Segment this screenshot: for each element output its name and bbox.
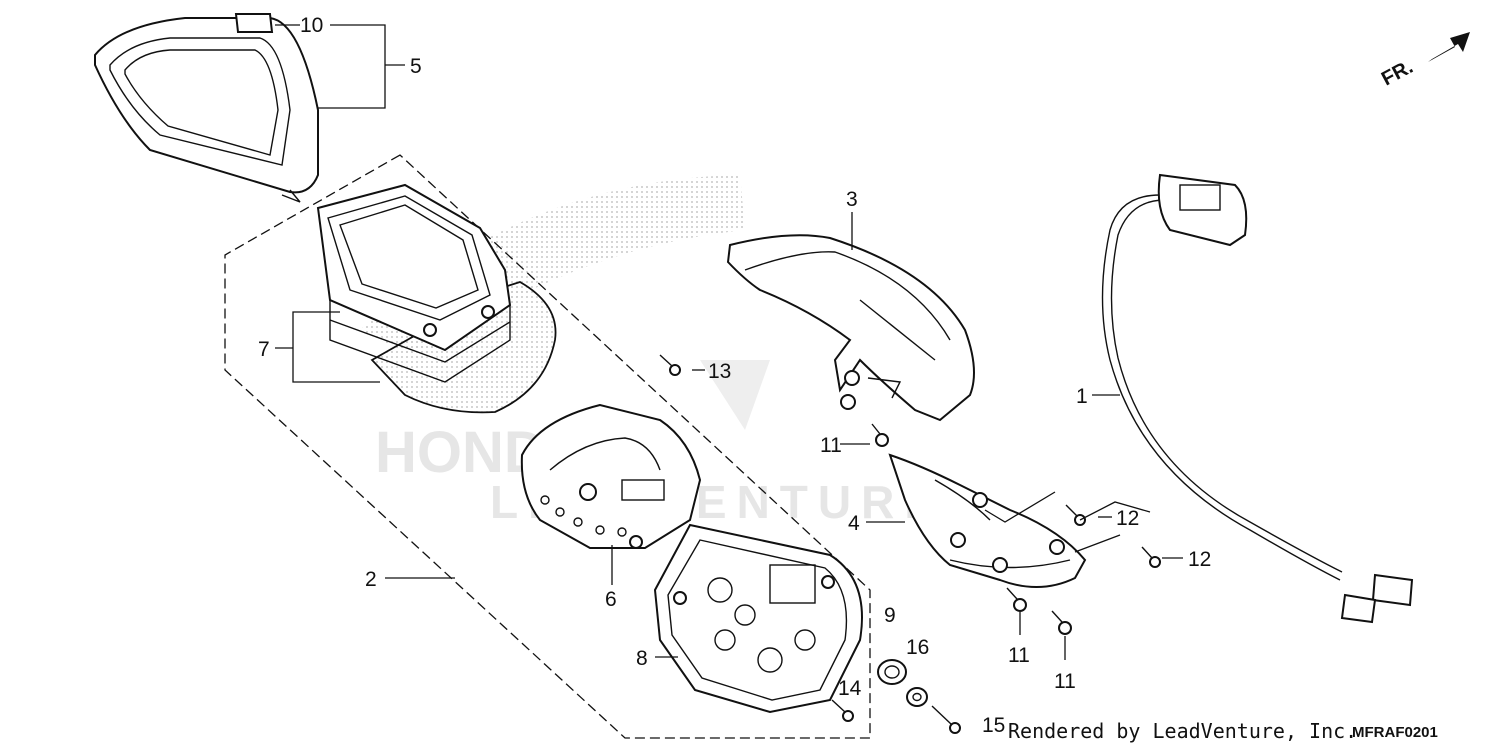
- callout-9: 9: [884, 604, 896, 627]
- callout-15: 15: [982, 714, 1005, 737]
- callout-16: 16: [906, 636, 929, 659]
- fastener-11c-bolt: [1051, 610, 1072, 635]
- part-5-meter-cover: [94, 17, 319, 203]
- fastener-13-bolt: [659, 354, 681, 376]
- callout-11b: 11: [1008, 644, 1030, 667]
- assembly-2-outline: [224, 154, 871, 739]
- part-1-wire-harness: [1101, 173, 1414, 624]
- part-3-upper-cover: [726, 234, 975, 422]
- callout-8: 8: [636, 647, 648, 670]
- callout-4: 4: [848, 512, 860, 535]
- part-4-lower-cover: [888, 453, 1087, 589]
- callout-10: 10: [300, 14, 323, 37]
- callout-11c: 11: [1054, 670, 1076, 693]
- callout-2: 2: [365, 568, 377, 591]
- callout-11a: 11: [820, 434, 842, 457]
- part-7-meter-case: [316, 183, 557, 414]
- callout-1: 1: [1076, 385, 1088, 408]
- watermark-v-logo: [700, 360, 770, 430]
- callout-14: 14: [838, 677, 862, 700]
- fastener-14-screw: [831, 699, 854, 722]
- part-6-meter-board: [520, 403, 702, 549]
- callout-3: 3: [846, 188, 858, 211]
- fastener-15-screw: [931, 705, 961, 734]
- callout-12b: 12: [1188, 548, 1211, 571]
- diagram-code: MFRAF0201: [1352, 724, 1438, 741]
- part-9-grommet: [877, 659, 907, 685]
- part-16-washer: [906, 687, 928, 707]
- front-direction-indicator: FR.: [1378, 32, 1470, 90]
- callouts: 10 5 7 13 3 1 11 4 12 12 2 6 8 9 16 11 1…: [258, 14, 1211, 737]
- fasteners: [659, 354, 1161, 734]
- render-credit: Rendered by LeadVenture, Inc.: [1008, 719, 1357, 743]
- callout-6: 6: [605, 588, 617, 611]
- front-arrow-icon: [1428, 32, 1470, 62]
- fastener-12b-screw: [1141, 546, 1161, 568]
- fastener-12a-screw: [1065, 504, 1086, 526]
- fastener-11b-bolt: [1006, 587, 1027, 612]
- fastener-11a-bolt: [871, 423, 889, 447]
- part-8-meter-lower-case: [653, 523, 863, 714]
- callout-13: 13: [708, 360, 731, 383]
- callout-7: 7: [258, 338, 270, 361]
- callout-12a: 12: [1116, 507, 1139, 530]
- leader-lines: [275, 24, 1183, 660]
- callout-5: 5: [410, 55, 422, 78]
- part-10-label: [234, 13, 274, 33]
- front-direction-label: FR.: [1378, 56, 1417, 91]
